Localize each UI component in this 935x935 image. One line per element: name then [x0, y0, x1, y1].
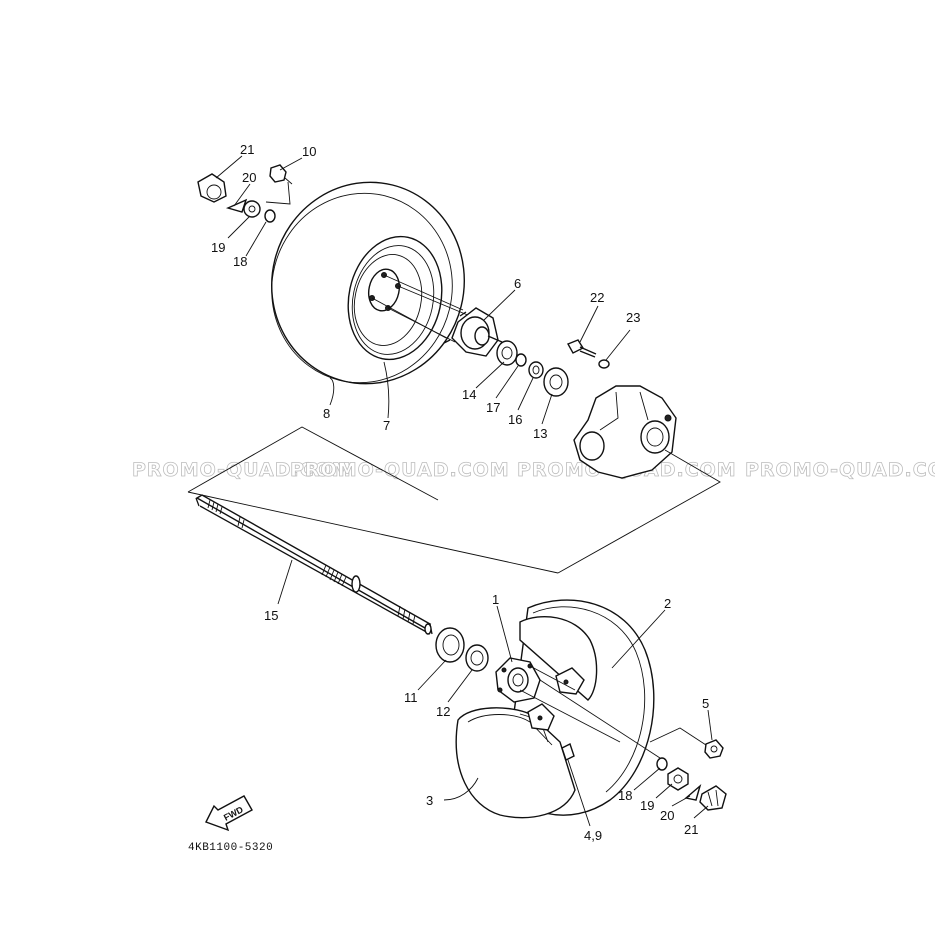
watermark-row: PROMO-QUAD.COM PROMO-QUAD.COM PROMO-QUAD… — [132, 459, 935, 482]
callout-17: 17 — [486, 400, 500, 415]
callout-16: 16 — [508, 412, 522, 427]
upper-axle-nut-19 — [243, 200, 261, 218]
valve-stem — [561, 743, 575, 761]
callout-21-top: 21 — [240, 142, 254, 157]
callout-2: 2 — [664, 596, 671, 611]
lower-stud-guides — [519, 665, 707, 759]
upper-o-ring-17 — [515, 353, 527, 367]
lower-axle-nut-cap-21 — [699, 785, 727, 811]
assembly-outline-top — [187, 426, 439, 501]
callout-labels: 21 20 19 18 10 6 22 23 14 17 16 13 8 7 1… — [211, 142, 709, 843]
nut-10-leader — [265, 181, 291, 205]
lower-bearing-11 — [435, 627, 465, 663]
callout-20-top: 20 — [242, 170, 256, 185]
callout-12: 12 — [436, 704, 450, 719]
leader-lines — [215, 155, 713, 827]
callout-5: 5 — [702, 696, 709, 711]
callout-14: 14 — [462, 387, 476, 402]
housing-bolt-22 — [567, 339, 597, 358]
callout-22: 22 — [590, 290, 604, 305]
fwd-arrow-icon: FWD — [205, 795, 253, 832]
callout-10: 10 — [302, 144, 316, 159]
upper-axle-nut-cap-21 — [197, 173, 227, 203]
callout-4-9: 4,9 — [584, 828, 602, 843]
final-drive-housing — [573, 385, 677, 479]
diagram-part-code: 4KB1100-5320 — [188, 842, 273, 854]
callout-13: 13 — [533, 426, 547, 441]
rear-axle-shaft — [195, 494, 433, 635]
callout-1: 1 — [492, 592, 499, 607]
watermark-text: PROMO-QUAD.COM — [132, 459, 352, 481]
assembly-outline-bottom — [187, 491, 559, 574]
lower-rim-brackets — [527, 667, 585, 731]
watermark-text: PROMO-QUAD.COM — [745, 459, 935, 481]
upper-bearing-13 — [543, 367, 569, 397]
callout-18-bottom: 18 — [618, 788, 632, 803]
callout-6: 6 — [514, 276, 521, 291]
lower-hub — [495, 657, 541, 703]
lower-wheel-half — [455, 707, 576, 819]
callout-11: 11 — [404, 690, 418, 705]
callout-3: 3 — [426, 793, 433, 808]
lower-oil-seal-12 — [465, 644, 489, 672]
callout-20-bottom: 20 — [660, 808, 674, 823]
callout-23: 23 — [626, 310, 640, 325]
upper-stud-guides — [371, 274, 471, 343]
callout-21-bottom: 21 — [684, 822, 698, 837]
wheel-nut-10 — [269, 164, 293, 185]
lower-wheel-nut-5 — [704, 739, 724, 759]
callout-7: 7 — [383, 418, 390, 433]
upper-hub — [443, 307, 503, 357]
washer-23 — [598, 359, 610, 369]
callout-19-top: 19 — [211, 240, 225, 255]
upper-oil-seal-16 — [528, 361, 544, 379]
lower-axle-nut-19 — [667, 767, 689, 791]
upper-bearing-14 — [496, 340, 518, 366]
upper-washer-18 — [264, 209, 276, 223]
watermark-text: PROMO-QUAD.COM — [290, 459, 510, 481]
callout-15: 15 — [264, 608, 278, 623]
callout-8: 8 — [323, 406, 330, 421]
lower-cotter-pin-20 — [684, 783, 702, 801]
assembly-outline-right — [557, 449, 721, 574]
callout-19-bottom: 19 — [640, 798, 654, 813]
lower-washer-18 — [656, 757, 668, 771]
callout-18-top: 18 — [233, 254, 247, 269]
